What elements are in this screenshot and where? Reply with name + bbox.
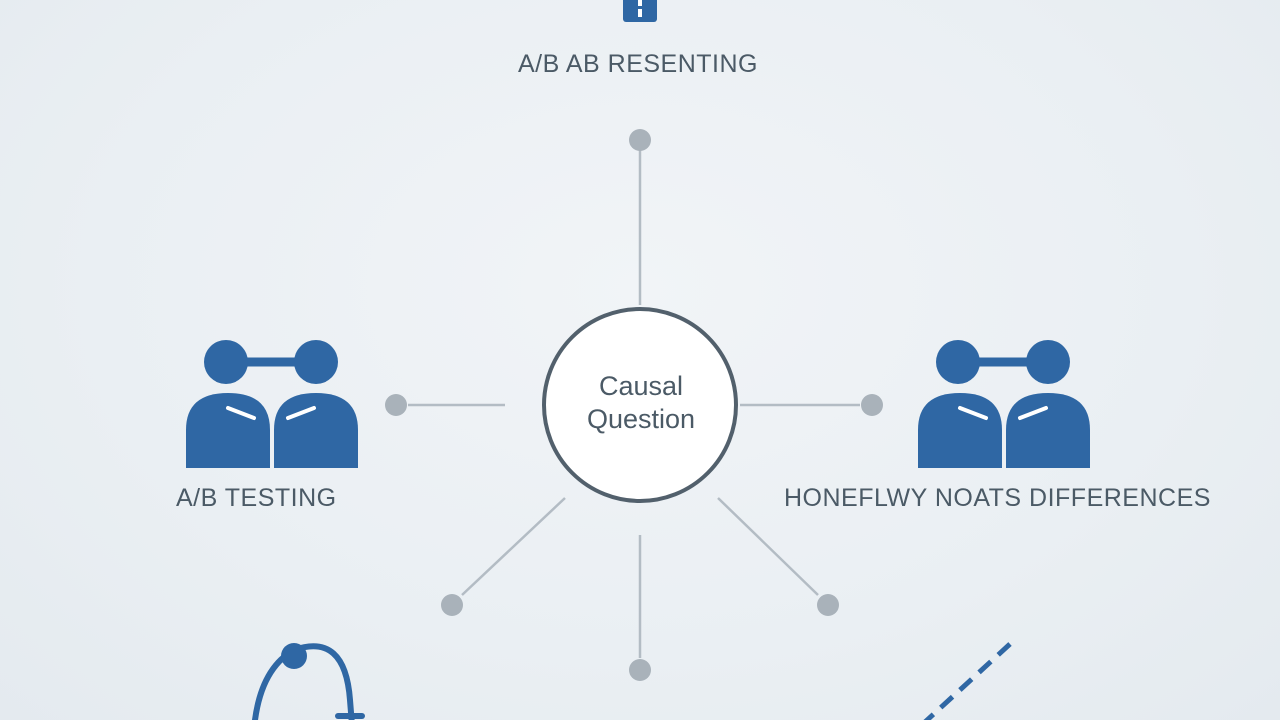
node-bottom-left xyxy=(441,594,463,616)
label-right: HONEFLWY NOATS DIFFERENCES xyxy=(784,484,1211,512)
stethoscope-icon xyxy=(252,643,365,720)
node-right xyxy=(861,394,883,416)
center-text: Causal Question xyxy=(546,370,736,436)
label-left: A/B TESTING xyxy=(176,484,337,512)
node-bottom xyxy=(629,659,651,681)
node-left xyxy=(385,394,407,416)
info-icon xyxy=(623,0,657,22)
two-people-icon-left xyxy=(186,340,358,468)
label-top: A/B AB RESENTING xyxy=(517,50,758,78)
center-text-line2: Question xyxy=(586,404,696,434)
node-bottom-right xyxy=(817,594,839,616)
center-circle xyxy=(542,307,738,503)
connector-bottom-right xyxy=(717,497,819,596)
two-people-icon-right xyxy=(918,340,1090,468)
connector-bottom-left xyxy=(461,497,566,596)
center-text-line1: Causal xyxy=(598,371,684,401)
node-top xyxy=(629,129,651,151)
dashed-line-icon xyxy=(923,642,1012,720)
